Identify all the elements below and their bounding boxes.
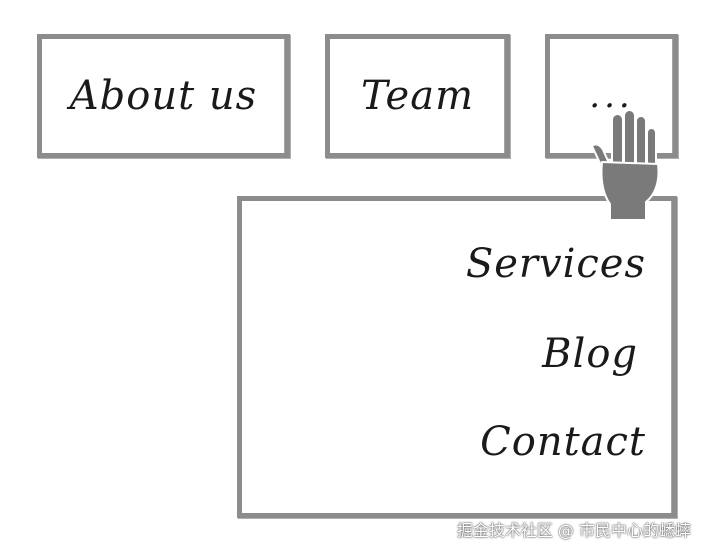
nav-about-us-label: About us (69, 73, 258, 119)
menu-item-services[interactable]: Services (465, 241, 646, 287)
nav-team-button[interactable]: Team (325, 34, 510, 158)
menu-item-contact[interactable]: Contact (480, 419, 646, 465)
nav-more-label: ... (589, 76, 634, 116)
nav-team-label: Team (360, 73, 475, 119)
watermark-text: 掘金技术社区 @ 市民中心的蟋蟀 (456, 521, 691, 540)
nav-about-us-button[interactable]: About us (37, 34, 290, 158)
dropdown-menu: Services Blog Contact (237, 196, 677, 518)
menu-item-blog[interactable]: Blog (542, 331, 638, 377)
hand-pointer-icon (591, 110, 660, 221)
